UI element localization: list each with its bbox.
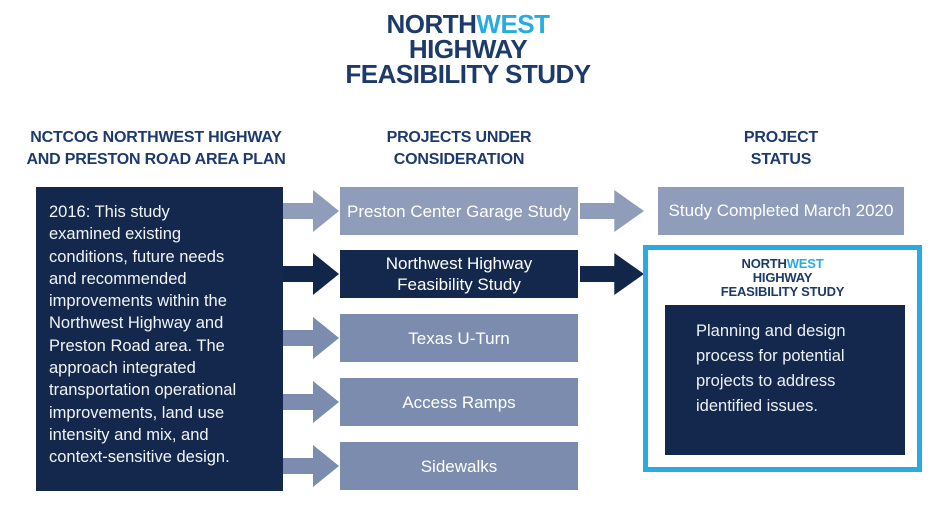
logo-feasibility-study-text: FEASIBILITY STUDY <box>345 59 591 89</box>
right-arrow-icon <box>283 445 339 487</box>
right-arrow-icon <box>283 317 339 359</box>
logo-west-text: WEST <box>476 9 550 39</box>
flow-arrow-plan-to-preston-garage <box>283 187 339 235</box>
feasibility-study-status-card: NORTHWEST HIGHWAY FEASIBILITY STUDY Plan… <box>643 245 922 472</box>
project-box-preston-center-garage-study: Preston Center Garage Study <box>340 187 578 235</box>
right-arrow-icon <box>580 190 644 232</box>
flow-arrow-preston-garage-to-status <box>580 187 644 235</box>
study-logo: NORTHWEST HIGHWAY FEASIBILITY STUDY <box>0 9 936 89</box>
project-box-access-ramps: Access Ramps <box>340 378 578 426</box>
project-box-sidewalks: Sidewalks <box>340 442 578 490</box>
right-arrow-icon <box>580 253 644 295</box>
card-study-logo: NORTHWEST HIGHWAY FEASIBILITY STUDY <box>648 257 917 299</box>
logo-highway-text: HIGHWAY <box>408 34 528 64</box>
right-arrow-icon <box>283 381 339 423</box>
right-arrow-icon <box>283 190 339 232</box>
flow-arrow-plan-to-access-ramps <box>283 378 339 426</box>
project-box-texas-uturn: Texas U-Turn <box>340 314 578 362</box>
logo-north-text: NORTH <box>386 9 477 39</box>
status-completed-box: Study Completed March 2020 <box>658 187 904 235</box>
card-logo-west-text: WEST <box>786 256 824 271</box>
flow-arrow-plan-to-texas-uturn <box>283 314 339 362</box>
card-logo-line-northwest: NORTHWEST <box>648 257 917 271</box>
card-logo-north-text: NORTH <box>741 256 787 271</box>
card-logo-highway-text: HIGHWAY <box>752 270 813 285</box>
flow-arrow-plan-to-sidewalks <box>283 442 339 490</box>
flow-arrow-feasibility-study-to-status <box>580 250 644 298</box>
card-logo-feasibility-study-text: FEASIBILITY STUDY <box>720 284 845 299</box>
flow-arrow-plan-to-feasibility-study <box>283 250 339 298</box>
right-arrow-icon <box>283 253 339 295</box>
logo-line-northwest: NORTHWEST <box>0 9 936 39</box>
